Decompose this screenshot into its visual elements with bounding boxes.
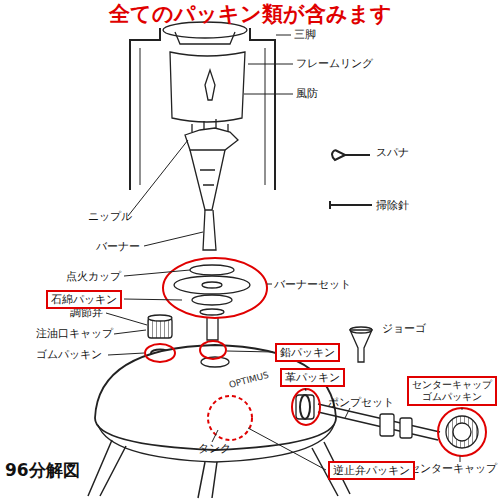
part-label: 風防 [296, 87, 318, 100]
part-label: フレームリング [296, 57, 373, 70]
part-label: 掃除針 [376, 199, 409, 212]
packing-box: 鉛パッキン [275, 343, 340, 362]
packing-name: 石綿パッキン [51, 293, 117, 306]
svg-text:OPTIMUS: OPTIMUS [228, 370, 270, 390]
part-label: バーナー [96, 240, 140, 253]
packing-name: 逆止弁パッキン [333, 464, 410, 477]
part-label: センターキャップ [409, 462, 497, 475]
part-label: ゴムパッキン [36, 348, 102, 361]
packing-name: 革パッキン [285, 371, 340, 384]
part-label: 点火カップ [66, 270, 121, 283]
part-label: 注油口キャップ [36, 327, 113, 340]
part-label: バーナーセット [274, 278, 351, 291]
part-label: スパナ [376, 146, 409, 159]
packing-box: センターキャップ ゴムパッキン [407, 376, 497, 406]
part-label: タンク [198, 442, 231, 455]
diagram-title: 全てのパッキン類が含みます [109, 2, 392, 27]
packing-name: 鉛パッキン [280, 346, 335, 359]
part-label: ニップル [88, 210, 132, 223]
packing-box: 革パッキン [280, 368, 345, 387]
part-label: ジョーゴ [382, 322, 426, 335]
part-label: ポンプセット [328, 396, 394, 409]
packing-box: 逆止弁パッキン [328, 461, 415, 480]
diagram-caption: 96分解図 [5, 460, 80, 480]
packing-name: センターキャップ ゴムパッキン [412, 379, 492, 403]
packing-box: 石綿パッキン [46, 290, 122, 309]
part-label: 三脚 [294, 28, 316, 41]
